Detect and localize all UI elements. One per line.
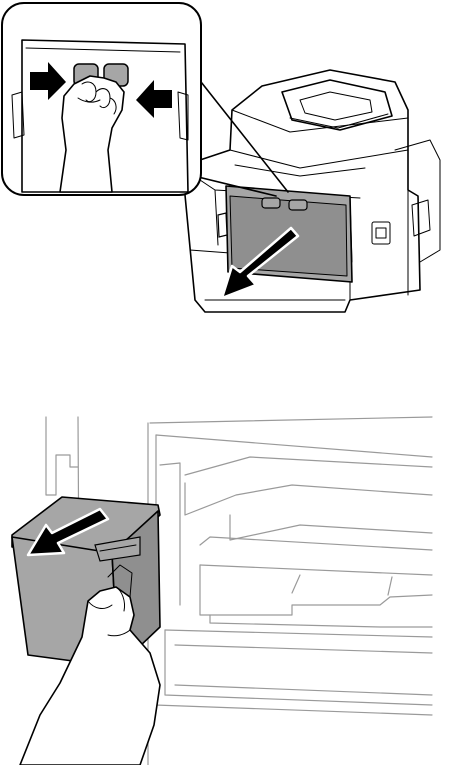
callout-line-upper: [190, 68, 288, 192]
maintenance-box-illustration: [0, 405, 461, 765]
step-remove-rear-cover: [0, 0, 461, 320]
step-remove-maintenance-box: [0, 405, 461, 765]
rear-cover-illustration: [0, 0, 461, 320]
